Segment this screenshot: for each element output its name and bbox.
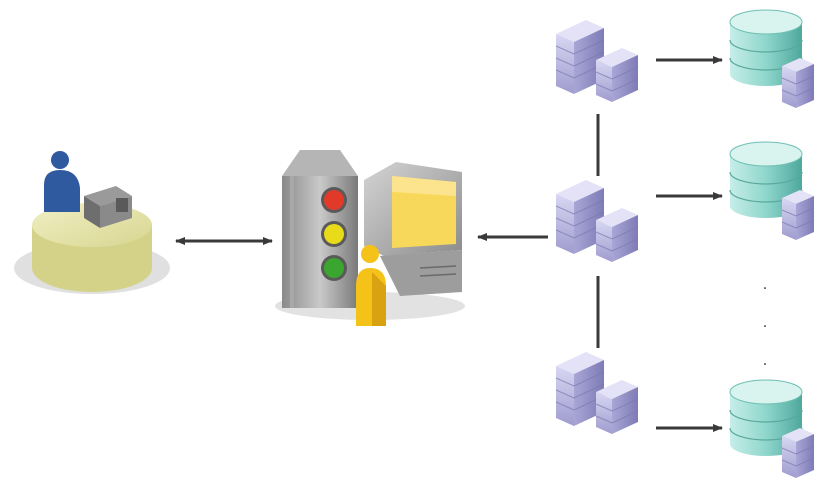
- server-cluster-icon: [555, 179, 639, 263]
- database-middle-node: [729, 141, 815, 241]
- database-top-node: [729, 9, 815, 109]
- traffic-light-monitor-icon: [275, 150, 465, 326]
- database-icon: [729, 379, 815, 479]
- database-icon: [729, 141, 815, 241]
- database-bottom-node: [729, 379, 815, 479]
- server-middle-node: [555, 179, 639, 263]
- user-at-desk-icon: [14, 151, 170, 294]
- server-cluster-icon: [555, 19, 639, 103]
- server-cluster-icon: [555, 351, 639, 435]
- database-icon: [729, 9, 815, 109]
- server-top-node: [555, 19, 639, 103]
- server-bottom-node: [555, 351, 639, 435]
- user-workstation-node: [14, 151, 170, 294]
- monitoring-console-node: [275, 150, 465, 326]
- ellipsis-dots: · · ·: [762, 281, 768, 373]
